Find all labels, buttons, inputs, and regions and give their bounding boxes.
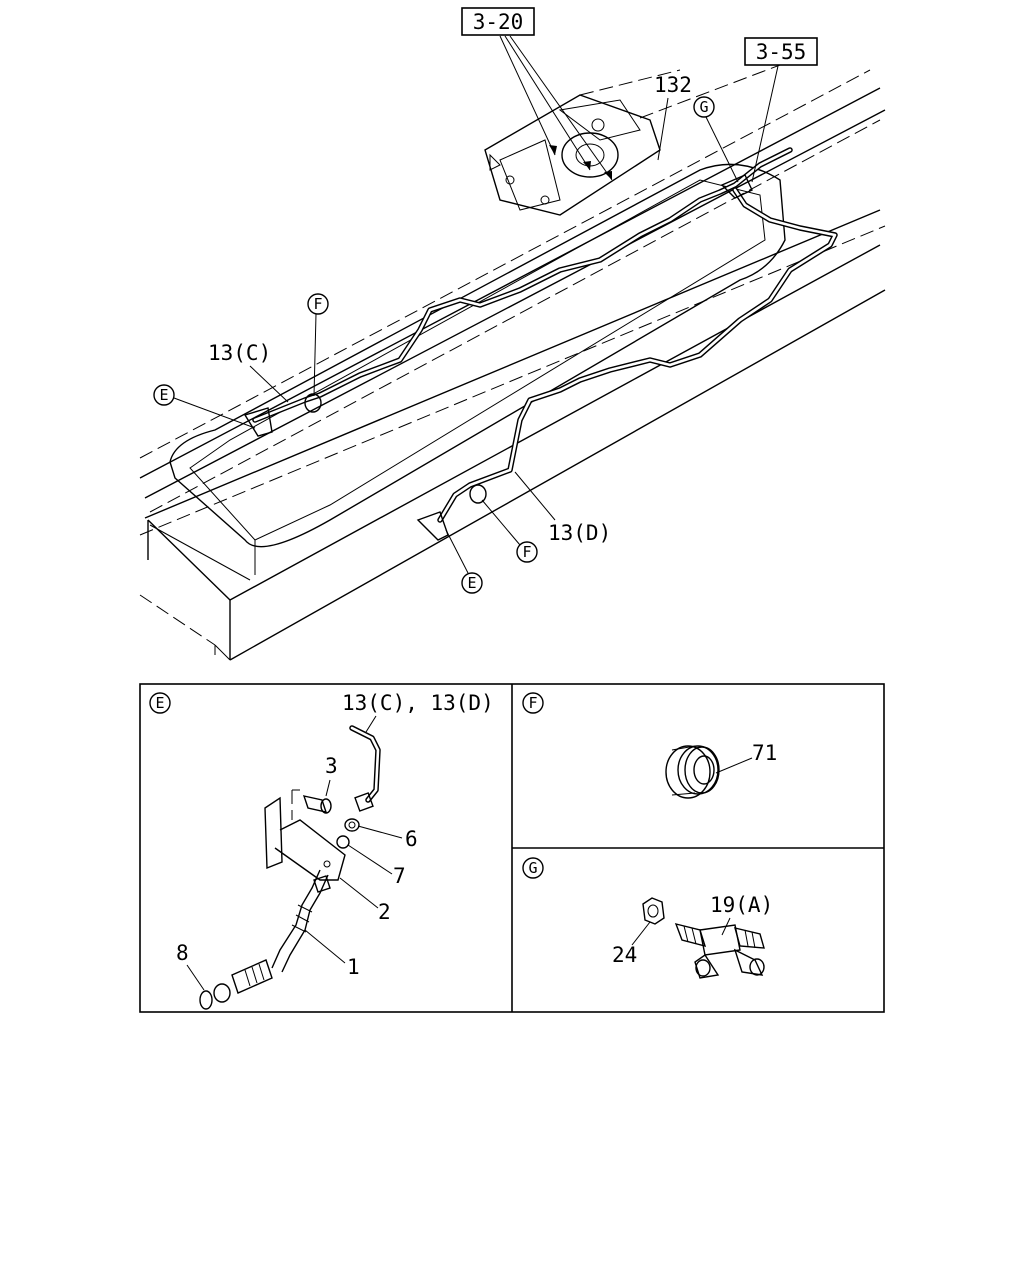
pipe-flare-nut xyxy=(354,792,374,812)
leader-e-far xyxy=(173,397,256,429)
part-label-2: 2 xyxy=(378,900,391,924)
leader-13c xyxy=(249,365,289,403)
nut-24 xyxy=(642,897,665,925)
detail-f: F 71 xyxy=(522,692,777,799)
svg-text:E: E xyxy=(155,694,164,712)
detail-e-badge: E xyxy=(149,692,171,714)
circle-label-e-near[interactable]: E xyxy=(461,572,483,594)
washer-7 xyxy=(336,835,350,849)
part-label-1: 1 xyxy=(347,955,360,979)
svg-text:E: E xyxy=(159,386,168,404)
brake-pipe-13c xyxy=(252,147,793,423)
tee-fitting-19a xyxy=(674,922,765,979)
svg-text:G: G xyxy=(699,98,708,116)
svg-text:F: F xyxy=(313,295,322,313)
circle-label-g-main[interactable]: G xyxy=(693,96,715,118)
frame-tee-g xyxy=(720,174,753,199)
leader-13d xyxy=(514,471,556,521)
leader-f-far xyxy=(313,313,317,397)
svg-text:F: F xyxy=(528,694,537,712)
svg-text:F: F xyxy=(522,543,531,561)
svg-text:G: G xyxy=(528,859,537,877)
brake-pipe-13d xyxy=(437,187,838,523)
circle-label-e-far[interactable]: E xyxy=(153,384,175,406)
part-label-7: 7 xyxy=(393,864,406,888)
brake-hose-1 xyxy=(213,869,331,1003)
frame-clip-e-far xyxy=(243,407,273,437)
nut-6 xyxy=(344,818,360,832)
callout-13c: 13(C) xyxy=(208,341,271,365)
part-label-24: 24 xyxy=(612,943,637,967)
svg-text:E: E xyxy=(467,574,476,592)
part-label-8: 8 xyxy=(176,941,189,965)
leader-e-near xyxy=(445,529,469,574)
part-label-3: 3 xyxy=(325,754,338,778)
part-label-19a: 19(A) xyxy=(710,893,773,917)
leader-132 xyxy=(657,97,669,161)
bracket-arm xyxy=(274,819,346,881)
circle-label-f-near[interactable]: F xyxy=(516,541,538,563)
bracket-plate xyxy=(264,796,283,870)
leader-3-55 xyxy=(751,65,779,183)
detail-g-badge: G xyxy=(522,857,544,879)
ref-box-3-20[interactable]: 3-20 xyxy=(461,7,535,36)
detail-e: E 13(C), 13(D) 3 6 7 xyxy=(149,691,494,1010)
part-label-6: 6 xyxy=(405,827,418,851)
detail-g: G 24 19(A) xyxy=(522,857,773,979)
frame-grommet-f-near xyxy=(469,484,487,504)
ref-3-20-label: 3-20 xyxy=(473,10,524,34)
grommet-71 xyxy=(665,745,720,799)
frame-grommet-f-far xyxy=(304,393,322,413)
detail-panels xyxy=(139,683,885,1013)
pipe-end xyxy=(349,725,381,803)
detail-e-pipe-label: 13(C), 13(D) xyxy=(342,691,494,715)
ref-3-55-label: 3-55 xyxy=(756,40,807,64)
detail-f-badge: F xyxy=(522,692,544,714)
leader-g-main xyxy=(705,116,739,183)
leader-f-near xyxy=(481,499,521,546)
ref-box-3-55[interactable]: 3-55 xyxy=(744,37,818,66)
callout-13d: 13(D) xyxy=(548,521,611,545)
o-ring-8 xyxy=(199,990,213,1010)
leaders-3-20 xyxy=(499,35,613,181)
bolt-3 xyxy=(302,795,332,814)
callout-132: 132 xyxy=(654,73,692,97)
circle-label-f-far[interactable]: F xyxy=(307,293,329,315)
part-label-71: 71 xyxy=(752,741,777,765)
